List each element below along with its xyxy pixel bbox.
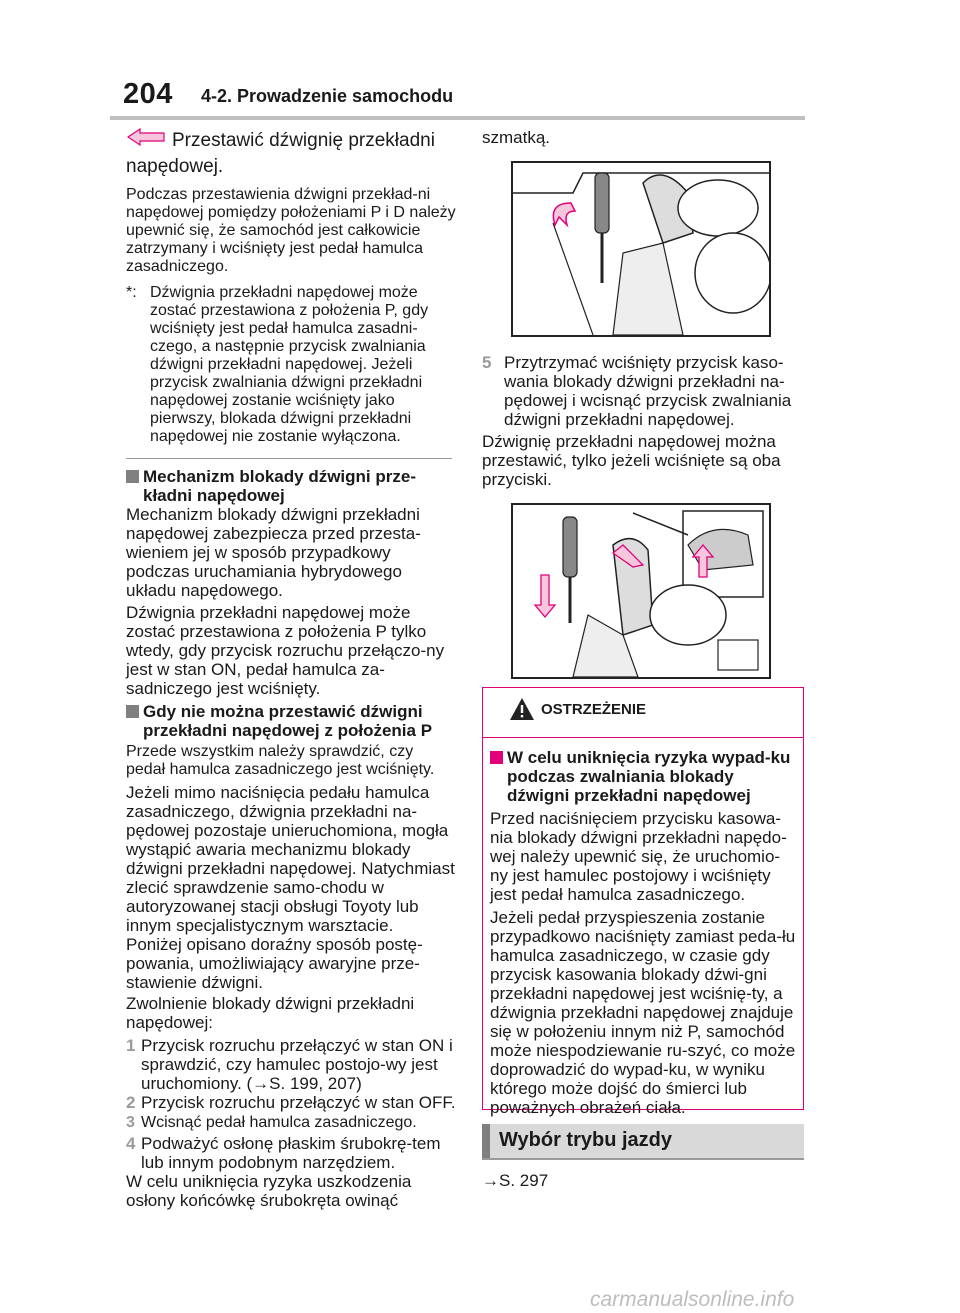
paragraph: Podczas przestawienia dźwigni przekład-n… <box>126 186 456 276</box>
page-reference: →S. 297 <box>482 1171 549 1190</box>
divider <box>126 458 452 460</box>
illustration-release-button <box>511 503 771 679</box>
footnote: *: Dźwignia przekładni napędowej może zo… <box>126 284 456 446</box>
footnote-text: Dźwignia przekładni napędowej może zosta… <box>150 284 429 446</box>
step-text: Wcisnąć pedał hamulca zasadniczego. <box>141 1114 417 1132</box>
paragraph: Przede wszystkim należy sprawdzić, czy p… <box>126 743 435 779</box>
warning-title: OSTRZEŻENIE <box>541 701 647 718</box>
step-text: Podważyć osłonę płaskim śrubokrę-tem lub… <box>141 1134 441 1173</box>
lead-text: Przestawić dźwignię przekładni napędowej… <box>126 130 435 178</box>
square-bullet-icon <box>126 705 139 719</box>
page-number: 204 <box>123 78 173 110</box>
illustration-pry-cover <box>511 161 771 337</box>
down-arrow-icon <box>611 544 645 568</box>
curved-arrow-icon <box>552 202 577 228</box>
warning-triangle-icon <box>509 697 535 726</box>
subheading: Gdy nie można przestawić dźwigni przekła… <box>126 702 456 740</box>
step-item: 3 Wcisnąć pedał hamulca zasadniczego. <box>126 1114 456 1132</box>
step-text: Przytrzymać wciśnięty przycisk kaso-wani… <box>504 353 792 429</box>
warning-paragraph: Jeżeli pedał przyspieszenia zostanie prz… <box>490 908 796 1117</box>
heading-bar-accent <box>482 1124 490 1158</box>
step-number: 1 <box>126 1036 136 1056</box>
paragraph: Zwolnienie blokady dźwigni przekładni na… <box>126 994 415 1033</box>
step-number: 2 <box>126 1093 136 1113</box>
warning-box: OSTRZEŻENIE W celu uniknięcia ryzyka wyp… <box>482 687 804 1117</box>
section-heading-bar: Wybór trybu jazdy <box>482 1124 804 1160</box>
screwdriver-handle <box>594 172 610 234</box>
up-arrow-icon <box>691 543 715 578</box>
right-column: szmatką. 5 Przytrzymać wciśnięty przycisk… <box>482 128 807 679</box>
page-header: 204 4-2. Prowadzenie samochodu <box>0 0 960 120</box>
subheading-text: Gdy nie można przestawić dźwigni przekła… <box>143 702 433 741</box>
paragraph: Dźwignia przekładni napędowej może zosta… <box>126 603 445 699</box>
section-heading: Wybór trybu jazdy <box>499 1129 672 1151</box>
header-rule <box>110 116 805 120</box>
lead-instruction: Przestawić dźwignię przekładni napędowej… <box>126 127 456 180</box>
paragraph: Jeżeli mimo naciśnięcia pedału hamulca z… <box>126 783 455 936</box>
paragraph: Mechanizm blokady dźwigni przekładni nap… <box>126 505 421 601</box>
step-number: 5 <box>482 353 492 372</box>
arrow-left-icon <box>126 127 166 154</box>
section-title: 4-2. Prowadzenie samochodu <box>201 86 454 106</box>
step-number: 3 <box>126 1114 135 1132</box>
step-text: Przycisk rozruchu przełączyć w stan OFF. <box>141 1093 456 1113</box>
warning-subheading: W celu uniknięcia ryzyka wypad-ku podcza… <box>490 748 798 805</box>
square-bullet-icon <box>490 751 503 764</box>
warning-paragraph: Przed naciśnięciem przycisku kasowa-nia … <box>490 809 787 904</box>
square-bullet-icon <box>126 470 139 484</box>
step-number: 4 <box>126 1134 136 1154</box>
watermark: carmanualsonline.info <box>590 1288 795 1311</box>
left-column: Przestawić dźwignię przekładni napędowej… <box>126 127 456 1211</box>
subheading-text: Mechanizm blokady dźwigni prze-kładni na… <box>143 467 416 506</box>
step-item: 5 Przytrzymać wciśnięty przycisk kaso-wan… <box>482 353 807 429</box>
warning-body: W celu uniknięcia ryzyka wypad-ku podcza… <box>490 748 798 1117</box>
paragraph: Poniżej opisano doraźny sposób postę-pow… <box>126 935 423 993</box>
warning-header: OSTRZEŻENIE <box>483 688 803 738</box>
step-text: Przycisk rozruchu przełączyć w stan ON i… <box>141 1036 453 1094</box>
paragraph: W celu uniknięcia ryzyka uszkodzenia osł… <box>126 1172 412 1211</box>
paragraph: szmatką. <box>482 128 551 147</box>
subheading: Mechanizm blokady dźwigni prze-kładni na… <box>126 467 456 505</box>
footnote-mark: *: <box>126 284 137 302</box>
paragraph: Dźwignię przekładni napędowej można prze… <box>482 432 781 489</box>
footer: carmanualsonline.info <box>0 1284 960 1313</box>
warning-subheading-text: W celu uniknięcia ryzyka wypad-ku podcza… <box>507 748 791 805</box>
